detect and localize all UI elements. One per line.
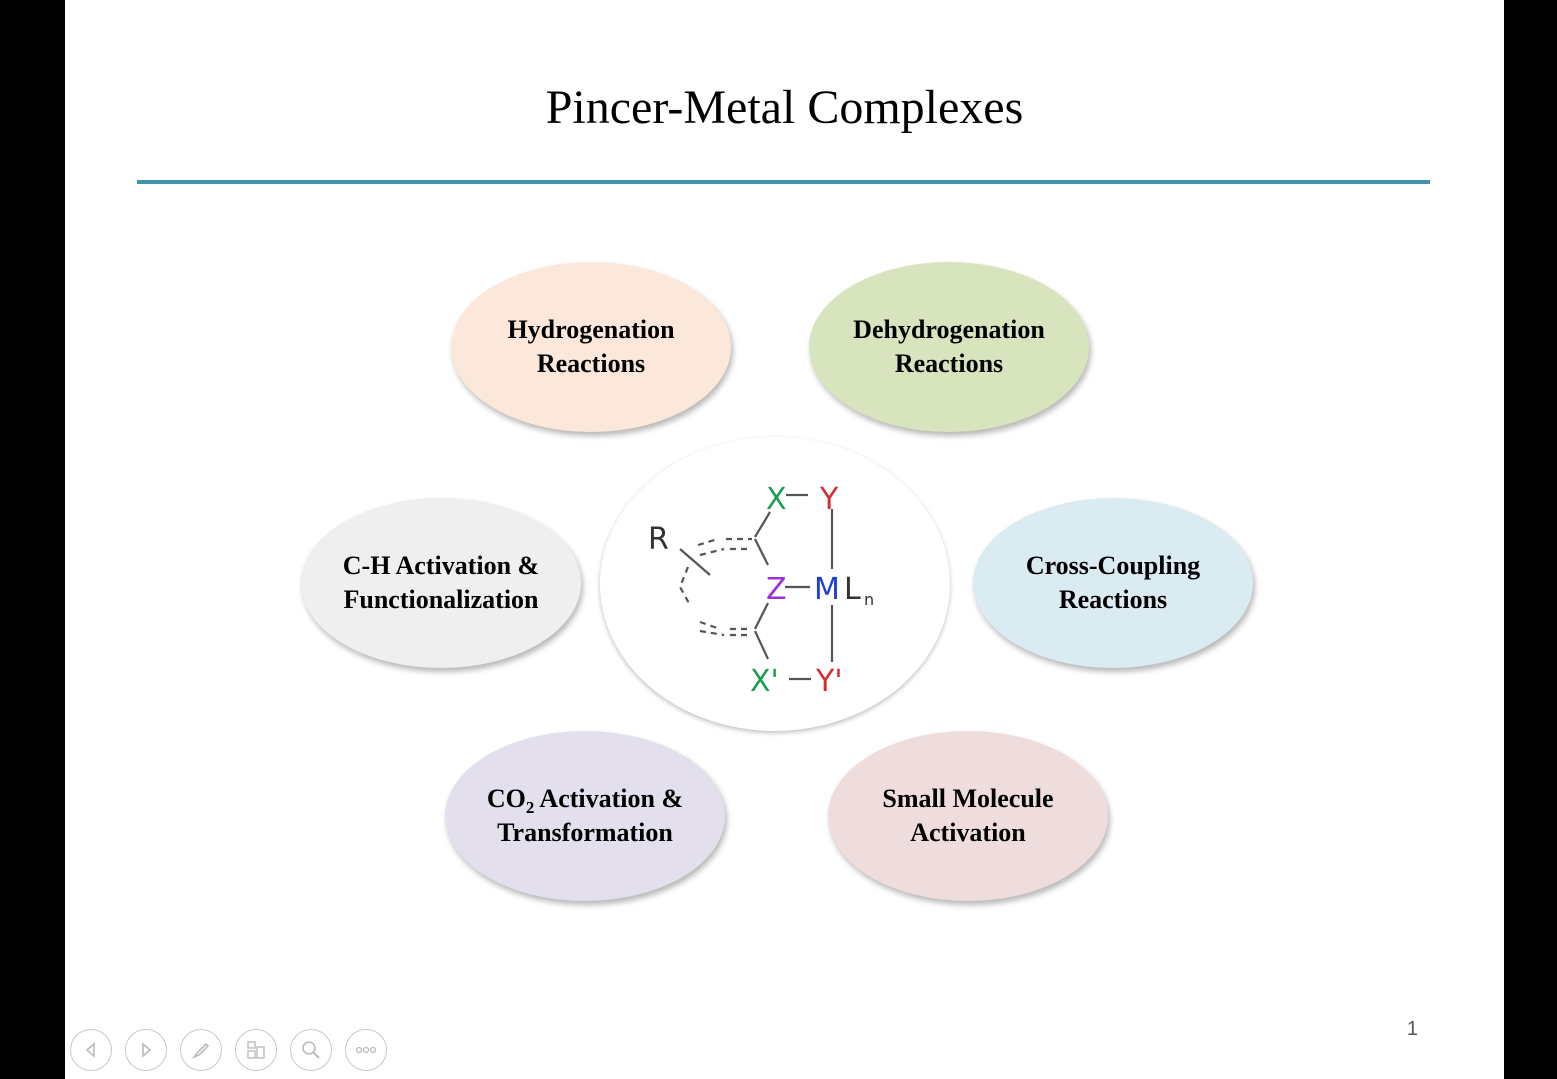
page-number: 1	[1406, 1018, 1418, 1040]
bubble-co2-activation: CO2 Activation & Transformation	[445, 731, 725, 901]
bubble-small-molecule: Small Molecule Activation	[828, 731, 1108, 901]
slide: Pincer-Metal Complexes Hydrogenation Rea…	[65, 0, 1504, 1079]
bubble-cross-coupling-line1: Cross-Coupling	[1025, 551, 1201, 580]
structure-X: X	[766, 482, 787, 517]
zoom-button[interactable]	[290, 1029, 332, 1071]
more-icon	[355, 1046, 377, 1054]
bubble-dehydrogenation: Dehydrogenation Reactions	[809, 262, 1089, 432]
pen-tool-button[interactable]	[180, 1029, 222, 1071]
bubble-hydrogenation: Hydrogenation Reactions	[451, 262, 731, 432]
bubble-hydrogenation-line1: Hydrogenation	[507, 315, 675, 344]
next-icon	[142, 1042, 152, 1058]
bubble-small-molecule-line1: Small Molecule	[882, 784, 1054, 813]
bubble-ch-activation-line1: C-H Activation &	[342, 551, 540, 580]
pen-icon	[191, 1042, 210, 1059]
title-divider	[137, 180, 1430, 184]
zoom-icon	[302, 1041, 320, 1059]
bubble-cross-coupling: Cross-Coupling Reactions	[973, 498, 1253, 668]
slideshow-toolbar	[70, 1029, 387, 1071]
structure-n: n	[864, 590, 874, 609]
bubble-co2-line2: Transformation	[497, 818, 673, 847]
bubble-ch-activation-line2: Functionalization	[343, 585, 539, 614]
structure-Y: Y	[819, 482, 839, 517]
bubble-ch-activation: C-H Activation & Functionalization	[301, 498, 581, 668]
pincer-structure-circle: R X Y Z M L n X' Y'	[600, 437, 950, 731]
bubble-dehydrogenation-line1: Dehydrogenation	[853, 315, 1045, 344]
see-all-slides-button[interactable]	[235, 1029, 277, 1071]
previous-icon	[85, 1042, 95, 1058]
co2-text: CO	[486, 784, 526, 813]
structure-L: L	[844, 572, 861, 607]
slides-grid-icon	[247, 1041, 265, 1059]
co2-subscript: 2	[525, 798, 535, 818]
structure-Y-prime: Y'	[815, 664, 843, 699]
bubble-small-molecule-line2: Activation	[910, 818, 1026, 847]
structure-R: R	[648, 522, 669, 557]
previous-slide-button[interactable]	[70, 1029, 112, 1071]
structure-Z: Z	[766, 572, 787, 607]
next-slide-button[interactable]	[125, 1029, 167, 1071]
co2-activation-text: Activation &	[534, 784, 684, 813]
pincer-structure-diagram: R X Y Z M L n X' Y'	[648, 482, 874, 699]
structure-M: M	[814, 572, 840, 607]
bubble-hydrogenation-line2: Reactions	[536, 349, 646, 378]
slide-title: Pincer-Metal Complexes	[545, 81, 1024, 134]
structure-X-prime: X'	[750, 664, 779, 699]
more-options-button[interactable]	[345, 1029, 387, 1071]
bubble-dehydrogenation-line2: Reactions	[894, 349, 1004, 378]
bubble-co2-line1: CO2 Activation &	[487, 782, 683, 816]
bubble-cross-coupling-line2: Reactions	[1058, 585, 1168, 614]
